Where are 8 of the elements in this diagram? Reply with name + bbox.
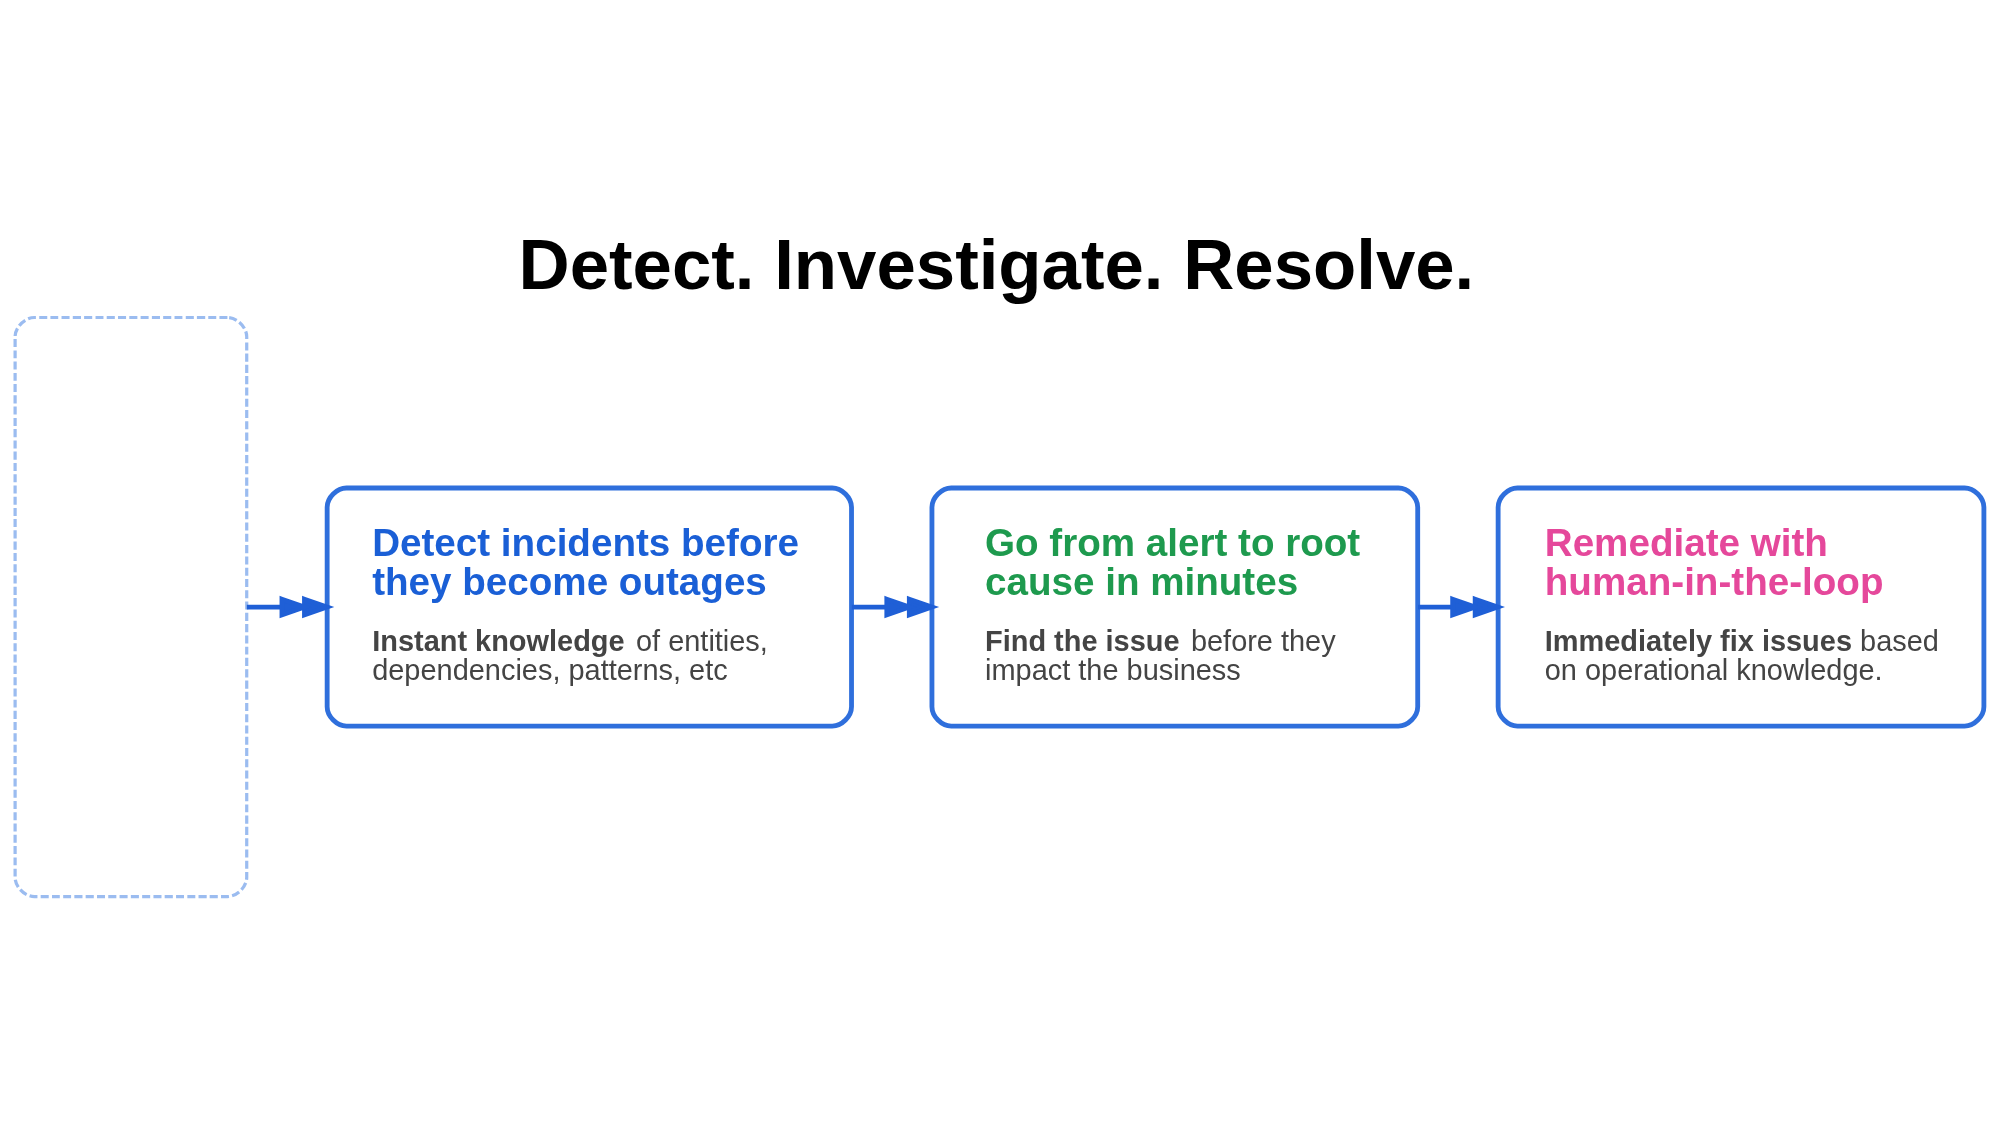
arrow [246, 595, 335, 619]
node-box: Go from alert to root cause in minutes Find the issue before they impact the business [929, 485, 1421, 729]
node-box: Remediate with human-in-the-loop Immediately fix issues based on operational knowledge. [1495, 485, 1987, 729]
diagram-title: Detect. Investigate. Resolve. [518, 224, 1475, 304]
node-box [13, 315, 249, 899]
node-box: Detect incidents before they become outages Instant knowledge of entities, dependencies, patterns, etc [324, 485, 854, 729]
arrow [1418, 595, 1505, 619]
arrow [851, 595, 940, 619]
